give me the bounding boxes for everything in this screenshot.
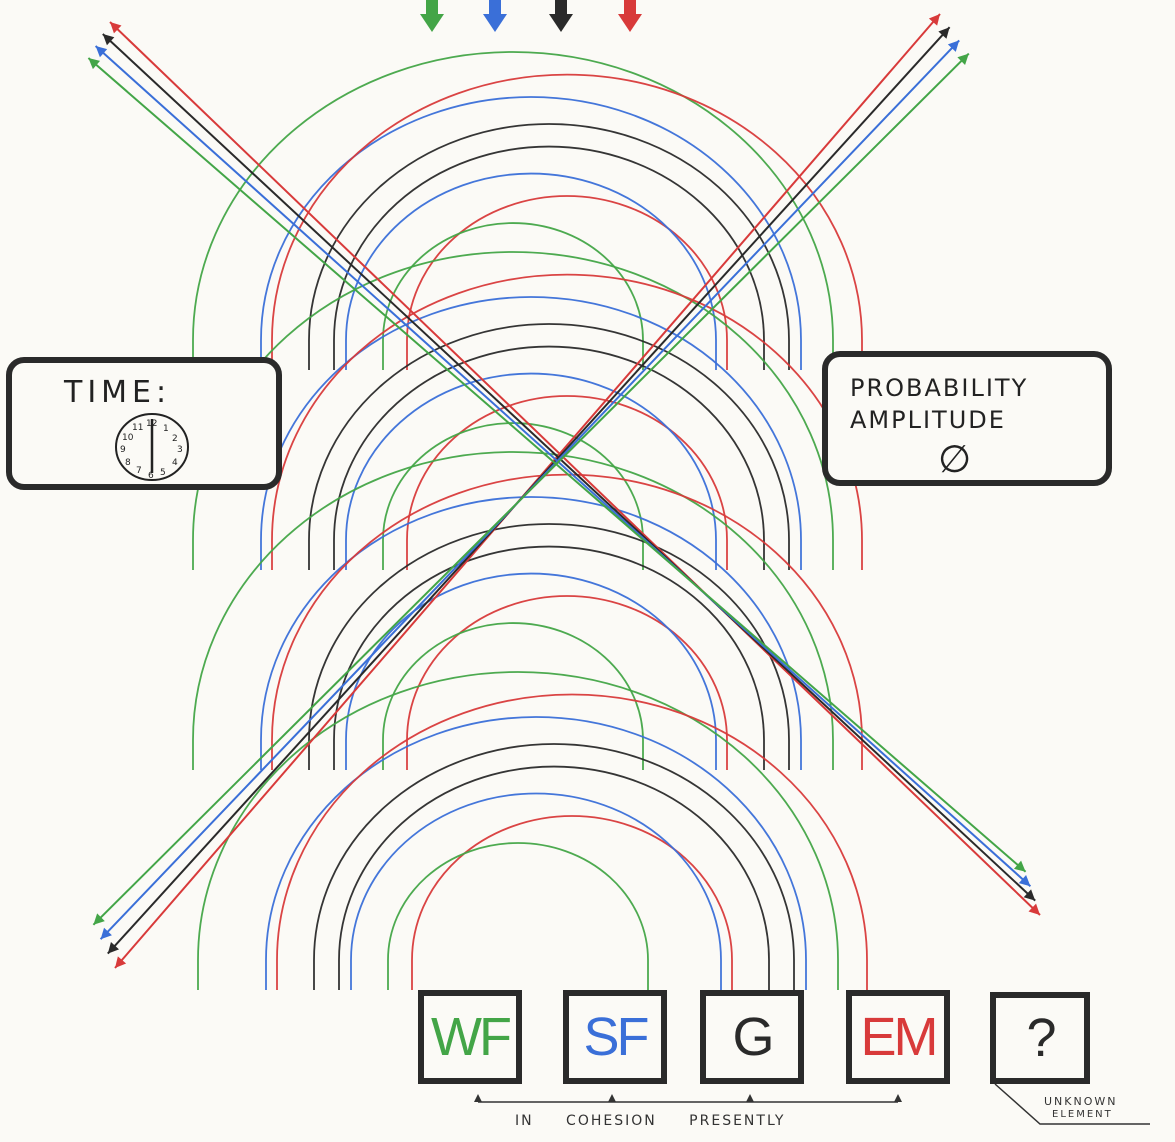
arrowhead-black — [938, 27, 950, 39]
cohesion-label: IN COHESION PRESENTLY — [515, 1113, 786, 1129]
arrowhead-green — [957, 53, 969, 66]
arc-blue — [350, 792, 722, 990]
beam-down-blue — [94, 45, 1032, 887]
svg-text:10: 10 — [122, 433, 134, 443]
arc-blue — [345, 372, 717, 570]
top-arrows — [420, 0, 642, 32]
svg-text:3: 3 — [177, 445, 183, 455]
svg-text:7: 7 — [136, 466, 142, 476]
top-arrow-shaft-blue — [489, 0, 501, 18]
svg-text:6: 6 — [148, 471, 154, 481]
arrowhead-black — [102, 34, 115, 46]
arc-blue — [345, 572, 717, 770]
arc-green — [192, 451, 834, 770]
interaction-arcs — [192, 51, 868, 990]
element-box-unknown: ? — [990, 992, 1090, 1084]
top-arrow-head-blue — [483, 14, 507, 32]
arc-blue — [260, 96, 802, 370]
arrowhead-green — [88, 58, 101, 70]
arc-black — [308, 323, 790, 570]
probability-label: PROBABILITY — [850, 374, 1029, 402]
top-arrow-head-green — [420, 14, 444, 32]
arc-green — [382, 622, 644, 770]
cohesion-bracket — [474, 1083, 1150, 1125]
svg-text:1: 1 — [163, 424, 169, 434]
arc-red — [271, 273, 863, 570]
beam-down-black — [102, 33, 1036, 902]
bracket-tick — [746, 1094, 754, 1102]
probability-amplitude-box: PROBABILITY AMPLITUDE ∅ — [822, 351, 1112, 486]
amplitude-label: AMPLITUDE — [850, 406, 1006, 434]
beam-down-red — [109, 21, 1041, 916]
arrowhead-black — [1023, 889, 1036, 901]
arc-green — [382, 422, 644, 570]
arc-red — [276, 693, 868, 990]
diagonal-beams — [87, 13, 1041, 969]
arc-green — [387, 842, 649, 990]
top-arrow-shaft-green — [426, 0, 438, 18]
arrowhead-blue — [95, 46, 108, 58]
svg-text:4: 4 — [172, 458, 178, 468]
arc-red — [406, 395, 728, 570]
svg-text:12: 12 — [146, 419, 157, 429]
arc-blue — [265, 716, 807, 990]
element-box-sf: SF — [563, 990, 667, 1084]
arc-blue — [260, 296, 802, 570]
time-box: TIME: 12 1 2 3 4 5 6 7 8 9 10 11 — [6, 357, 282, 490]
arrowhead-green — [1013, 860, 1026, 872]
svg-text:8: 8 — [125, 458, 131, 468]
svg-text:2: 2 — [172, 434, 178, 444]
element-box-wf: WF — [418, 990, 522, 1084]
element-box-g: G — [700, 990, 804, 1084]
arc-black — [308, 123, 790, 370]
top-arrow-head-red — [618, 14, 642, 32]
arc-green — [197, 671, 839, 990]
top-arrow-shaft-black — [555, 0, 567, 18]
unknown-pointer — [994, 1083, 1150, 1125]
element-box-em: EM — [846, 990, 950, 1084]
unknown-element-label-line2: ELEMENT — [1052, 1109, 1113, 1120]
top-arrow-shaft-red — [624, 0, 636, 18]
arrowhead-blue — [947, 40, 960, 52]
arc-black — [333, 345, 765, 570]
beam-up-green — [92, 52, 970, 926]
unknown-element-label-line1: UNKNOWN — [1044, 1095, 1118, 1108]
arc-green — [382, 222, 644, 370]
bracket-tick — [894, 1094, 902, 1102]
arrowhead-green — [93, 913, 105, 925]
arc-black — [313, 743, 795, 990]
arc-red — [406, 195, 728, 370]
arc-black — [338, 765, 770, 990]
arc-red — [271, 73, 863, 370]
time-label: TIME: — [64, 375, 172, 410]
arrowhead-black — [107, 942, 120, 954]
clock-icon: 12 1 2 3 4 5 6 7 8 9 10 11 — [115, 413, 189, 481]
arc-red — [411, 815, 733, 990]
arrowhead-red — [115, 956, 127, 968]
arc-black — [333, 545, 765, 770]
svg-text:11: 11 — [132, 423, 143, 433]
beam-down-green — [87, 57, 1027, 873]
arrowhead-red — [928, 14, 940, 26]
bracket-tick — [474, 1094, 482, 1102]
arc-blue — [260, 496, 802, 770]
bracket-tick — [608, 1094, 616, 1102]
arrowhead-blue — [100, 927, 112, 940]
arc-red — [271, 473, 863, 770]
empty-set-symbol: ∅ — [938, 437, 972, 481]
arc-blue — [345, 172, 717, 370]
svg-text:5: 5 — [160, 468, 166, 478]
arrowhead-red — [1028, 903, 1040, 915]
arc-red — [406, 595, 728, 770]
svg-text:9: 9 — [120, 445, 126, 455]
top-arrow-head-black — [549, 14, 573, 32]
arrowhead-red — [110, 22, 122, 34]
arc-green — [192, 51, 834, 370]
arrowhead-blue — [1018, 875, 1031, 887]
